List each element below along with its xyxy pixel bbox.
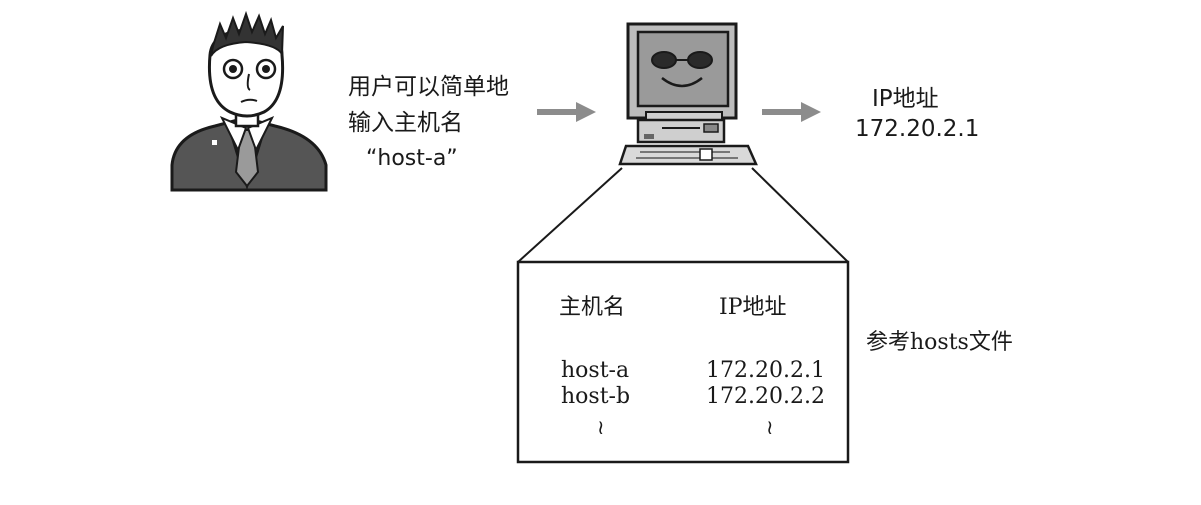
hosts-row-host: host-a [561,358,630,383]
computer-icon [618,22,758,166]
hosts-row-ip: 172.20.2.2 [706,384,825,409]
hosts-file-callout [516,167,850,464]
user-caption-line1: 用户可以简单地 [348,74,509,100]
arrow-right-icon [762,102,821,122]
user-figure-icon [170,10,328,192]
result-ip-value: 172.20.2.1 [855,116,980,142]
arrow-right-icon [537,102,596,122]
hosts-row-host: host-b [561,384,631,409]
user-caption-line2: 输入主机名 [348,110,463,136]
hosts-row-ip: 172.20.2.1 [706,358,825,383]
hosts-column-ip: IP地址 [719,295,787,320]
hosts-row-ellipsis: ≀ [597,415,605,439]
user-caption-hostname: “host-a” [366,146,458,171]
hosts-file-caption: 参考hosts文件 [866,330,1013,355]
result-ip-title: IP地址 [872,86,939,112]
hosts-column-hostname: 主机名 [559,295,626,320]
hosts-row-ellipsis: ≀ [766,415,774,439]
